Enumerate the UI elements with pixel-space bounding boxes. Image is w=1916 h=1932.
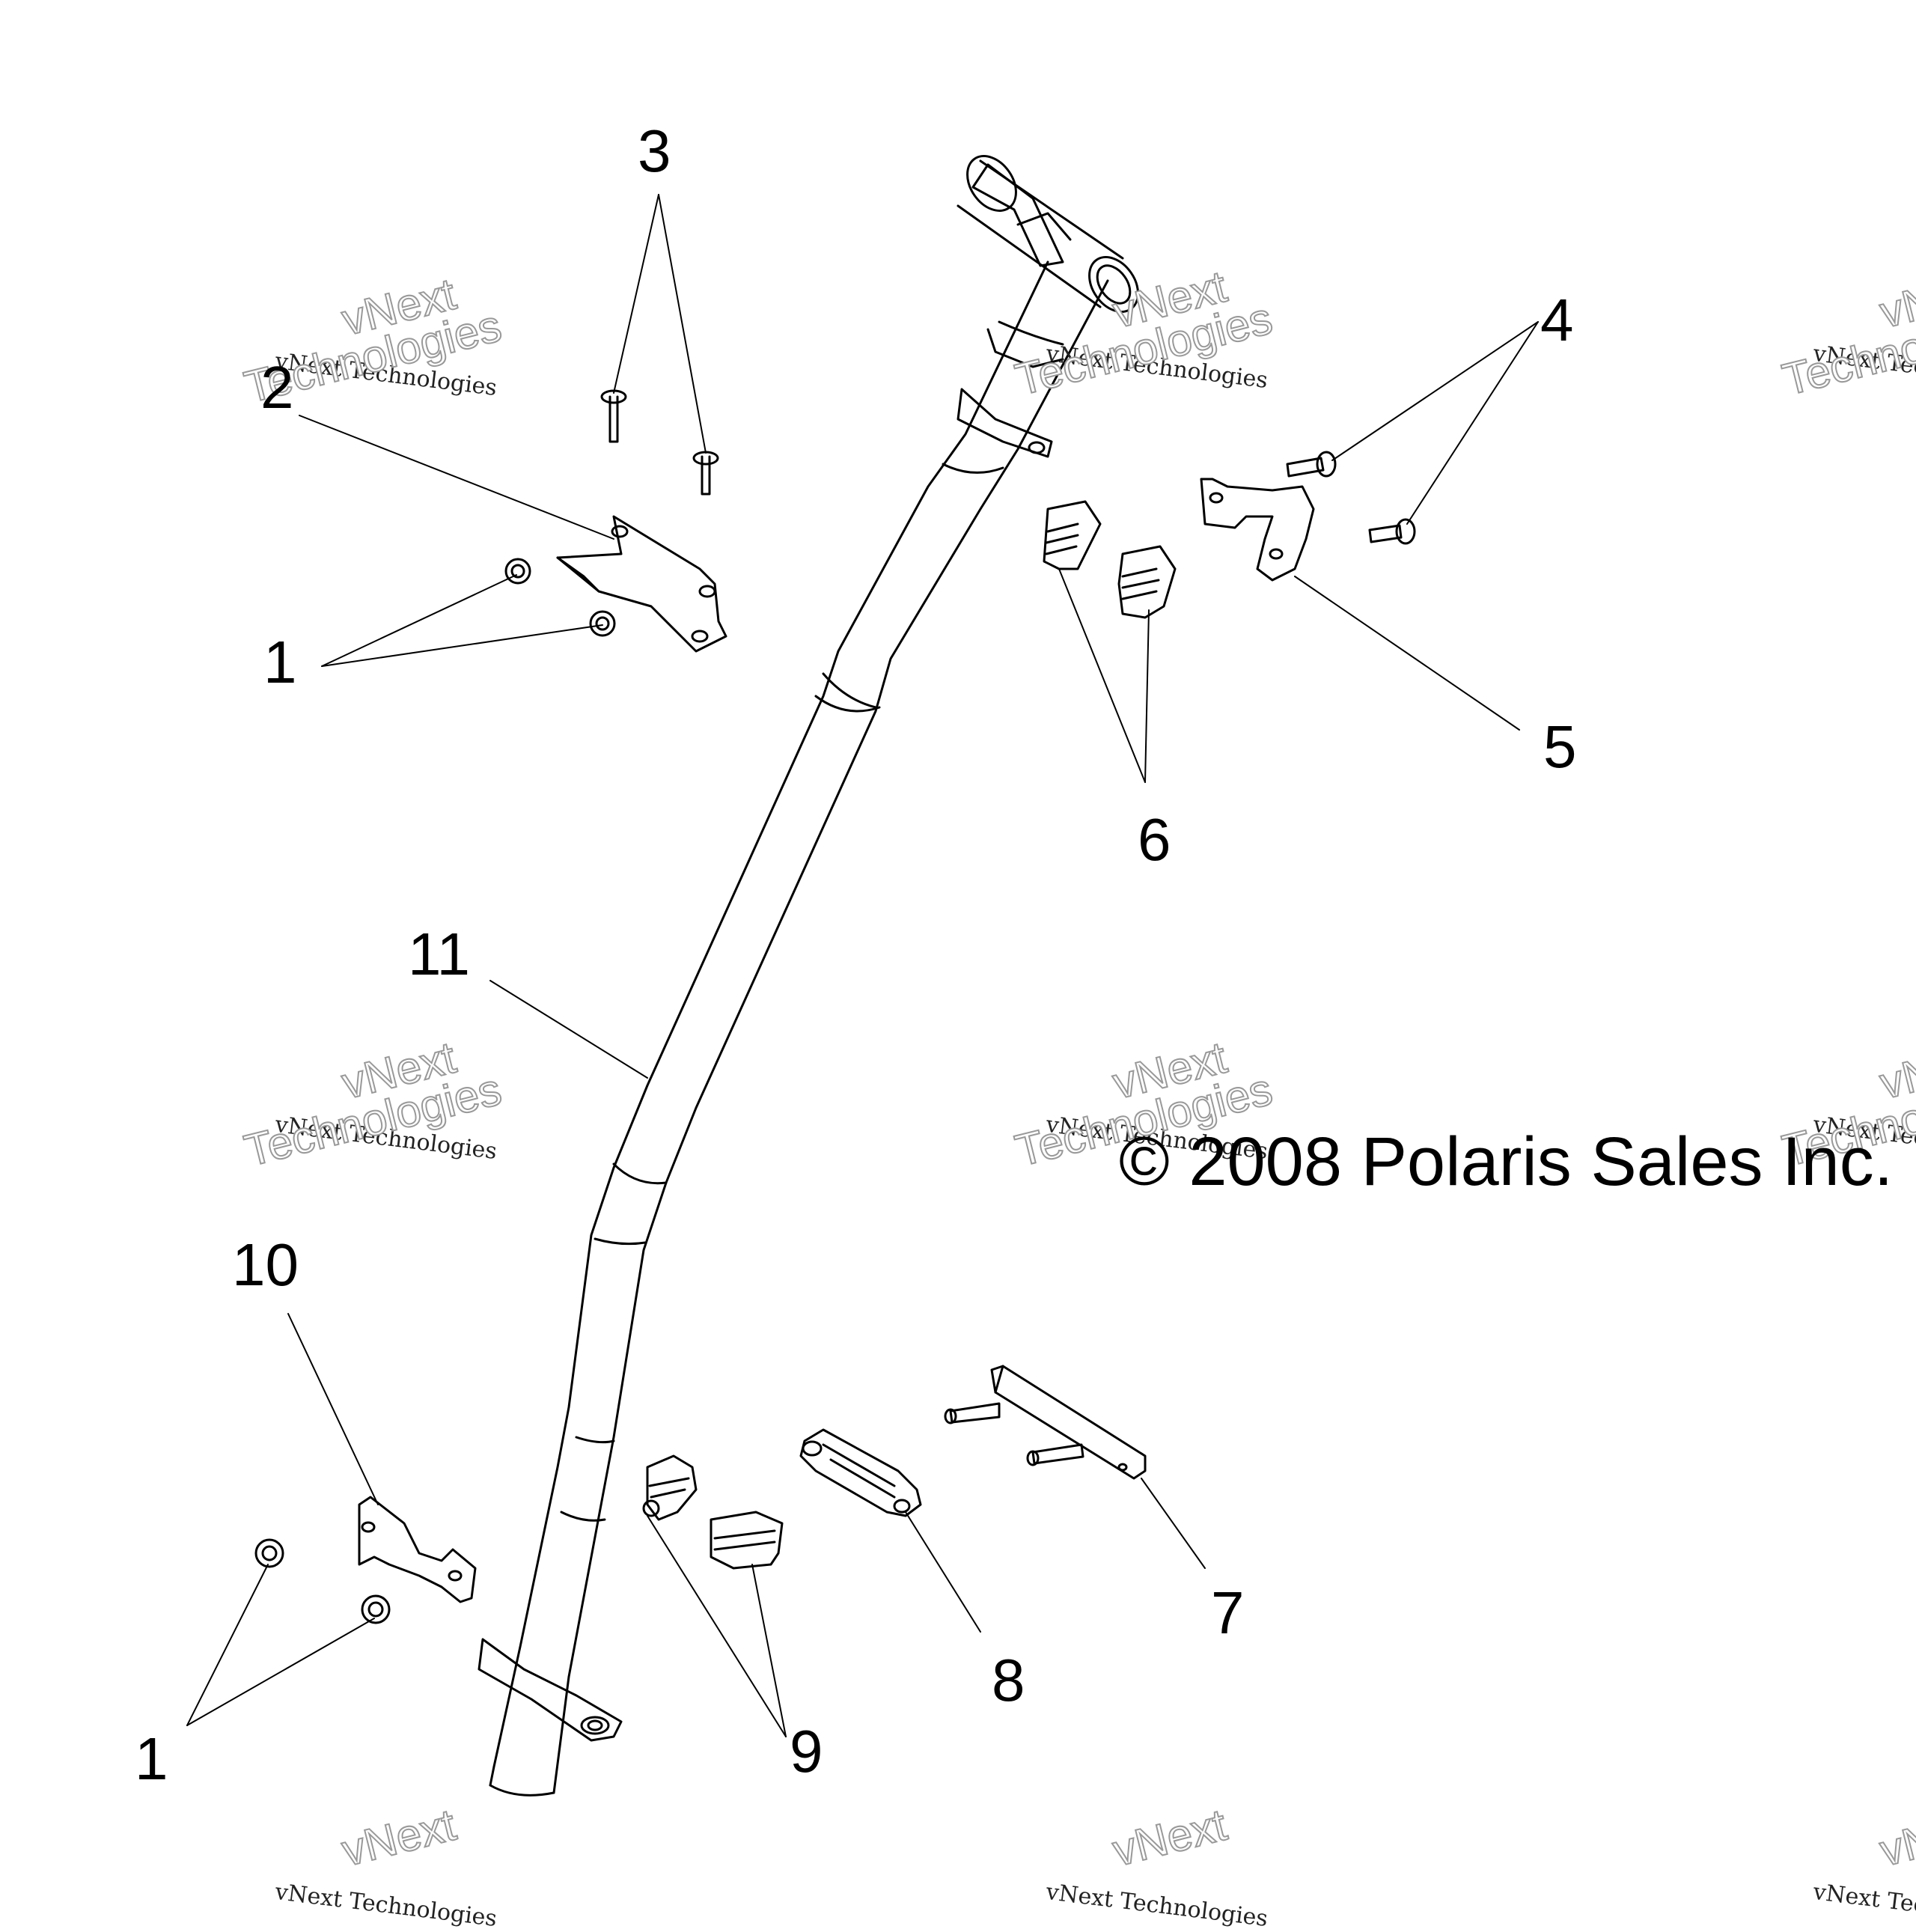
callout-1-lower: 1 [135,1725,168,1792]
bracket-part-2 [558,516,726,651]
callout-5: 5 [1543,713,1577,780]
callout-7: 7 [1211,1579,1245,1646]
callout-8: 8 [992,1647,1025,1713]
nut-icon-part-1-lower [256,1540,389,1623]
callout-11: 11 [408,921,471,987]
callout-4: 4 [1540,287,1574,353]
callout-10: 10 [232,1231,299,1298]
callout-6: 6 [1138,806,1171,873]
callout-1-upper: 1 [263,629,297,695]
grommet-part-6 [1044,502,1175,618]
bolt-icon-part-4 [1287,452,1415,543]
pin-bracket-part-7 [945,1366,1145,1478]
screw-icon-part-3 [602,391,718,494]
steering-tube-part-11 [479,147,1148,1795]
leader-lines [187,195,1538,1737]
copyright-text: © 2008 Polaris Sales Inc. [1119,1124,1894,1200]
callout-3: 3 [638,118,671,184]
callout-9: 9 [790,1718,823,1785]
nut-icon-part-1-upper [506,559,614,636]
clamp-part-5 [1201,479,1314,580]
clamp-part-10 [359,1497,475,1602]
rubber-block-part-8 [801,1430,921,1516]
callout-2: 2 [260,354,294,421]
grommet-part-9 [644,1456,782,1568]
